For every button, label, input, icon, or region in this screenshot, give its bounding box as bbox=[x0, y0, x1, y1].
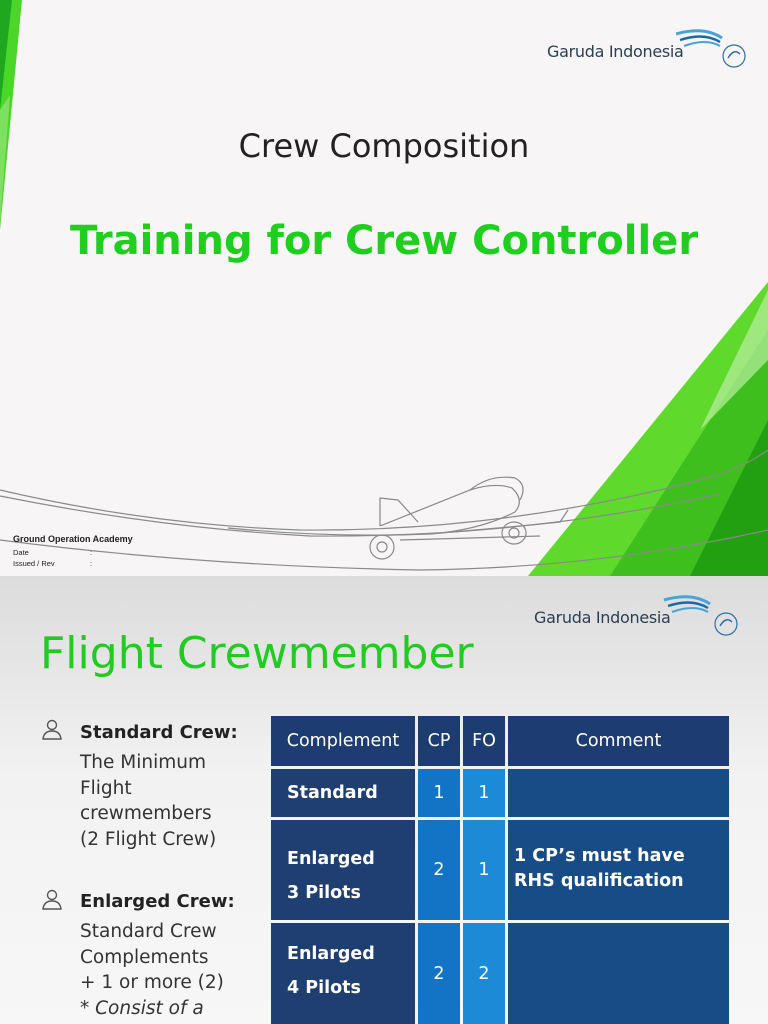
green-accent-shapes bbox=[0, 0, 768, 576]
person-outline-icon bbox=[42, 719, 62, 740]
footer-date-label: Date bbox=[13, 548, 29, 557]
airplane-illustration bbox=[0, 449, 768, 571]
enlarged-crew-heading: Enlarged Crew: bbox=[80, 891, 235, 912]
table-row-enlarged-4-complement: Enlarged 4 Pilots bbox=[271, 923, 415, 1024]
table-header-fo: FO bbox=[463, 716, 505, 766]
table-row-standard-fo: 1 bbox=[463, 769, 505, 817]
table-header-cp: CP bbox=[418, 716, 460, 766]
person-outline-icon bbox=[42, 889, 62, 910]
enlarged-crew-note: * Consist of a bbox=[80, 997, 204, 1019]
slide-subtitle: Training for Crew Controller bbox=[69, 218, 699, 264]
table-row-standard-cp: 1 bbox=[418, 769, 460, 817]
slide-title: Crew Composition bbox=[238, 127, 530, 165]
footer-issued-separator: : bbox=[90, 559, 93, 568]
title-slide: Garuda Indonesia Crew Composition Traini… bbox=[0, 0, 768, 576]
table-row-standard-comment bbox=[508, 769, 729, 817]
logo-text: Garuda Indonesia bbox=[534, 608, 671, 627]
garuda-logo-icon bbox=[663, 595, 738, 636]
table-row-enlarged-4-fo: 2 bbox=[463, 923, 505, 1024]
table-row-enlarged-4-comment bbox=[508, 923, 729, 1024]
table-row-standard-complement: Standard bbox=[271, 769, 415, 817]
table-row-enlarged-3-complement: Enlarged 3 Pilots bbox=[271, 820, 415, 920]
footer-org: Ground Operation Academy bbox=[13, 534, 133, 544]
footer-date-separator: : bbox=[90, 548, 93, 557]
table-row-enlarged-3-fo: 1 bbox=[463, 820, 505, 920]
table-header-comment: Comment bbox=[508, 716, 729, 766]
content-slide: Garuda Indonesia Flight Crewmember Stand… bbox=[0, 576, 768, 1024]
table-header-complement: Complement bbox=[271, 716, 415, 766]
standard-crew-text: The Minimum Flight crewmembers (2 Flight… bbox=[80, 752, 217, 850]
table-row-enlarged-3-cp: 2 bbox=[418, 820, 460, 920]
standard-crew-heading: Standard Crew: bbox=[80, 722, 238, 743]
table-row-enlarged-4-cp: 2 bbox=[418, 923, 460, 1024]
table-row-enlarged-3-comment: 1 CP’s must have RHS qualification bbox=[508, 820, 729, 920]
logo-text: Garuda Indonesia bbox=[547, 42, 684, 61]
slide-title: Flight Crewmember bbox=[40, 628, 474, 679]
garuda-logo-icon bbox=[675, 29, 746, 68]
footer-issued-label: Issued / Rev bbox=[13, 559, 55, 568]
enlarged-crew-text: Standard Crew Complements + 1 or more (2… bbox=[80, 919, 224, 1021]
